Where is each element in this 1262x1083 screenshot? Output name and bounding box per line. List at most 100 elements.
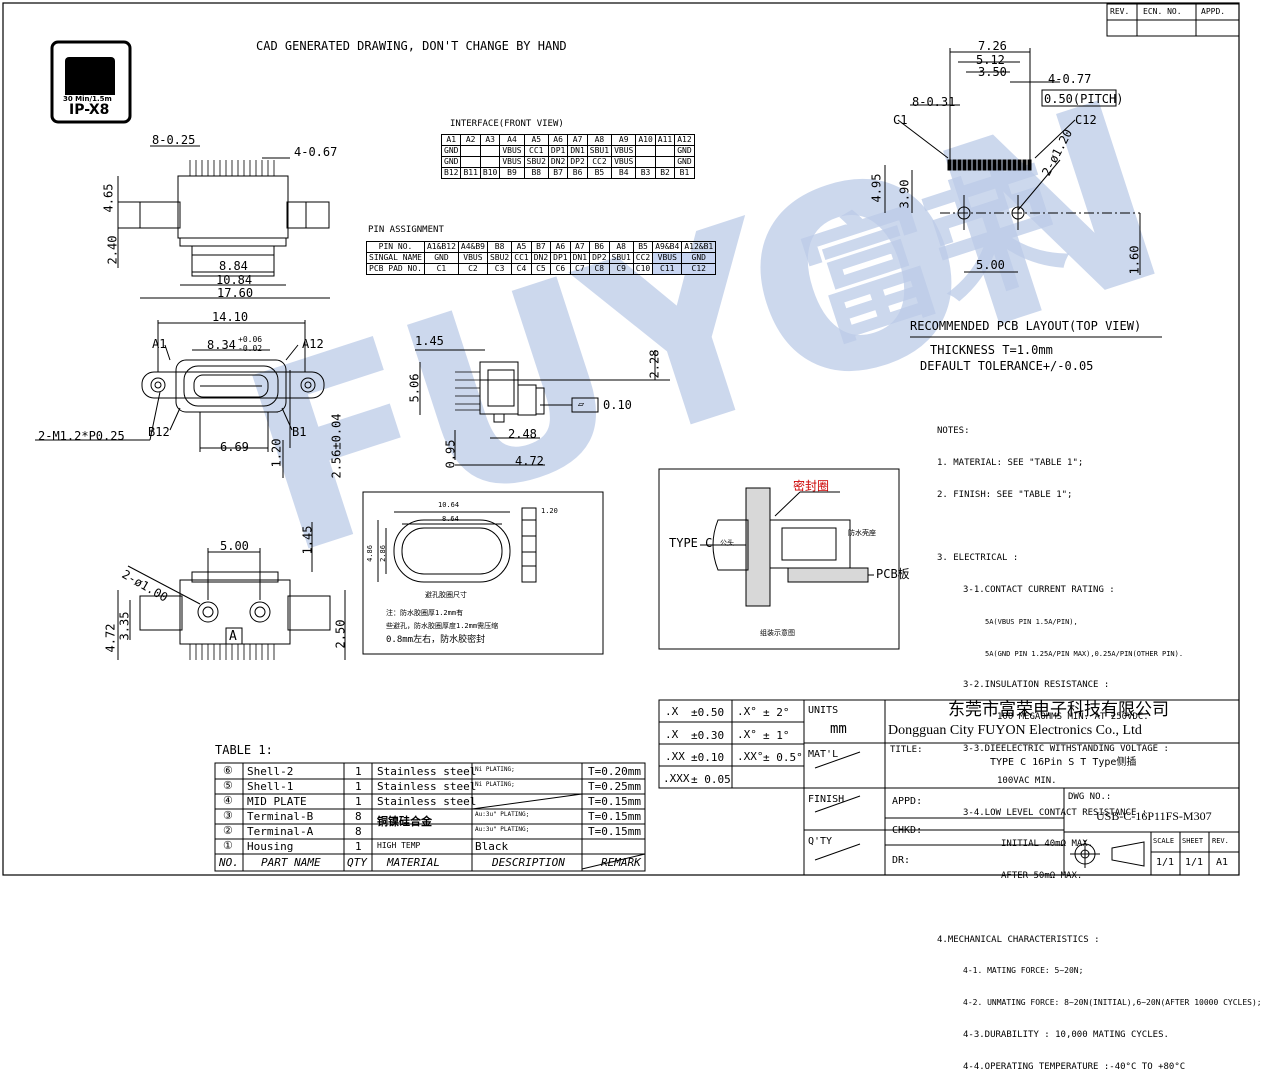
pin-cell: VBUS (457, 252, 488, 264)
drawing-title: TYPE C 16Pin S T Type侧插 (990, 757, 1137, 768)
ecn-label: ECN. NO. (1143, 7, 1182, 16)
row-desc: Ni PLATING; (475, 781, 515, 788)
pin-cell: B5 (632, 241, 654, 253)
row-desc: Au:3u" PLATING; (475, 811, 530, 818)
dim-side-472: 4.72 (515, 454, 544, 468)
interface-cell: A6 (547, 134, 569, 146)
row-qty: 8 (355, 810, 362, 823)
pin-cell: C10 (632, 263, 654, 275)
row-qty: 8 (355, 825, 362, 838)
tol-key: .XX° (737, 750, 764, 763)
pin-cell: C11 (652, 263, 683, 275)
tol-val: ±0.30 (691, 729, 725, 742)
dim-bottom-250: 2.50 (333, 619, 348, 649)
dwg-number: USB-C-16P11FS-M307 (1096, 809, 1212, 823)
assembly-pcb: PCB板 (876, 567, 910, 581)
gasket-caption: 避孔胶圈尺寸 (425, 591, 467, 599)
row-remark: T=0.25mm (588, 780, 641, 793)
row-part: Shell-1 (247, 780, 294, 793)
interface-cell: A2 (460, 134, 481, 146)
pin-cell: GND (681, 252, 717, 264)
pin-cell: CC1 (511, 252, 532, 264)
gasket-864: 8.64 (442, 515, 459, 523)
interface-cell: B10 (479, 167, 501, 179)
pin-cell: SBU2 (486, 252, 513, 264)
label-a12: A12 (302, 337, 324, 351)
appd-label: APPD. (1201, 7, 1226, 16)
header-remark: REMARK (601, 856, 641, 869)
gasket-note2: 些避孔，防水胶圈厚度1.2mm需压缩 (386, 622, 499, 630)
note-line: 5A(GND PIN 1.25A/PIN MAX),0.25A/PIN(OTHE… (985, 649, 1184, 658)
note-line: 2. FINISH: SEE "TABLE 1"; (937, 489, 1073, 500)
dwg-label: DWG NO.: (1068, 792, 1112, 802)
pin-cell: B6 (589, 241, 610, 253)
interface-cell: SBU2 (523, 156, 549, 168)
dim-top-884: 8.84 (219, 259, 248, 273)
dim-front-1410: 14.10 (212, 310, 249, 324)
note-line: 1. MATERIAL: SEE "TABLE 1"; (937, 457, 1084, 468)
pin-cell: A1&B12 (423, 241, 459, 253)
header-no: NO. (219, 856, 239, 869)
assembly-seal: 密封圈 (793, 479, 830, 493)
dim-bottom-472: 4.72 (103, 623, 118, 653)
ipx8-logo: 30 Min/1.5m IP-X8 (55, 45, 127, 119)
dim-top-1760: 17.60 (217, 286, 254, 300)
assembly-caption: 组装示意图 (760, 629, 795, 637)
interface-cell: GND (674, 156, 695, 168)
scale-label: SCALE (1153, 837, 1175, 845)
interface-cell (479, 145, 501, 157)
note-line: 4-2. UNMATING FORCE: 8~20N(INITIAL),6~20… (963, 998, 1262, 1008)
gasket-1064: 10.64 (438, 501, 460, 509)
interface-cell (460, 156, 481, 168)
tol-val: ± 0.5° (763, 751, 803, 764)
title-label: TITLE: (890, 745, 923, 755)
flatness-icon: ▱ (578, 399, 585, 410)
dim-bottom-145: 1.45 (300, 525, 315, 555)
assembly-side-label: 公头 (720, 539, 734, 547)
note-line: NOTES: (937, 426, 970, 437)
interface-cell: A4 (499, 134, 525, 146)
dim-bottom-500: 5.00 (220, 539, 249, 553)
pin-cell: A4&B9 (457, 241, 488, 253)
dim-top-465: 4.65 (101, 183, 116, 213)
row-qty: 1 (355, 840, 362, 853)
row-material: 铜镍硅合金 (377, 815, 432, 828)
pin-cell: B8 (486, 241, 513, 253)
interface-cell: A9 (611, 134, 637, 146)
dim-top-240: 2.40 (105, 235, 120, 265)
dim-side-095: 0.95 (443, 439, 458, 469)
pin-a-mark: A (229, 629, 237, 644)
pin-assignment-title: PIN ASSIGNMENT (368, 225, 444, 235)
scale-value: 1/1 (1156, 857, 1175, 868)
tol-key: .XX (665, 750, 685, 763)
interface-cell: VBUS (499, 156, 525, 168)
label-b1: B1 (292, 425, 307, 439)
label-b12: B12 (148, 425, 170, 439)
dim-front-120: 1.20 (269, 438, 284, 468)
pin-cell: A5 (511, 241, 532, 253)
dim-top-4-067: 4-0.67 (294, 145, 338, 159)
interface-cell: B4 (611, 167, 637, 179)
water-drop-icon (65, 57, 115, 95)
interface-cell: GND (440, 156, 462, 168)
row-desc: Black (475, 840, 509, 853)
pin-cell: SINGAL NAME (366, 252, 425, 264)
interface-cell: A8 (586, 134, 613, 146)
note-line: 3. ELECTRICAL : (937, 553, 1019, 564)
pin-cell: PCB PAD NO. (366, 263, 425, 275)
interface-cell: B3 (635, 167, 656, 179)
gasket-486: 4.86 (365, 545, 374, 562)
pin-cell: GND (423, 252, 459, 264)
note-line (937, 903, 1262, 914)
dim-front-256: 2.56±0.04 (329, 413, 344, 479)
pin-cell: C1 (423, 263, 459, 275)
pcb-c1: C1 (893, 113, 908, 127)
tol-key: .X (665, 728, 679, 741)
row-material: Stainless steel (377, 765, 477, 778)
interface-cell: A1 (440, 134, 462, 146)
row-remark: T=0.15mm (588, 825, 641, 838)
table1-title: TABLE 1: (215, 743, 273, 757)
interface-cell: VBUS (611, 145, 637, 157)
note-line: 100 MEGAOHMS MIN. AT 250VDC. (997, 712, 1149, 723)
pin-cell: VBUS (652, 252, 683, 264)
